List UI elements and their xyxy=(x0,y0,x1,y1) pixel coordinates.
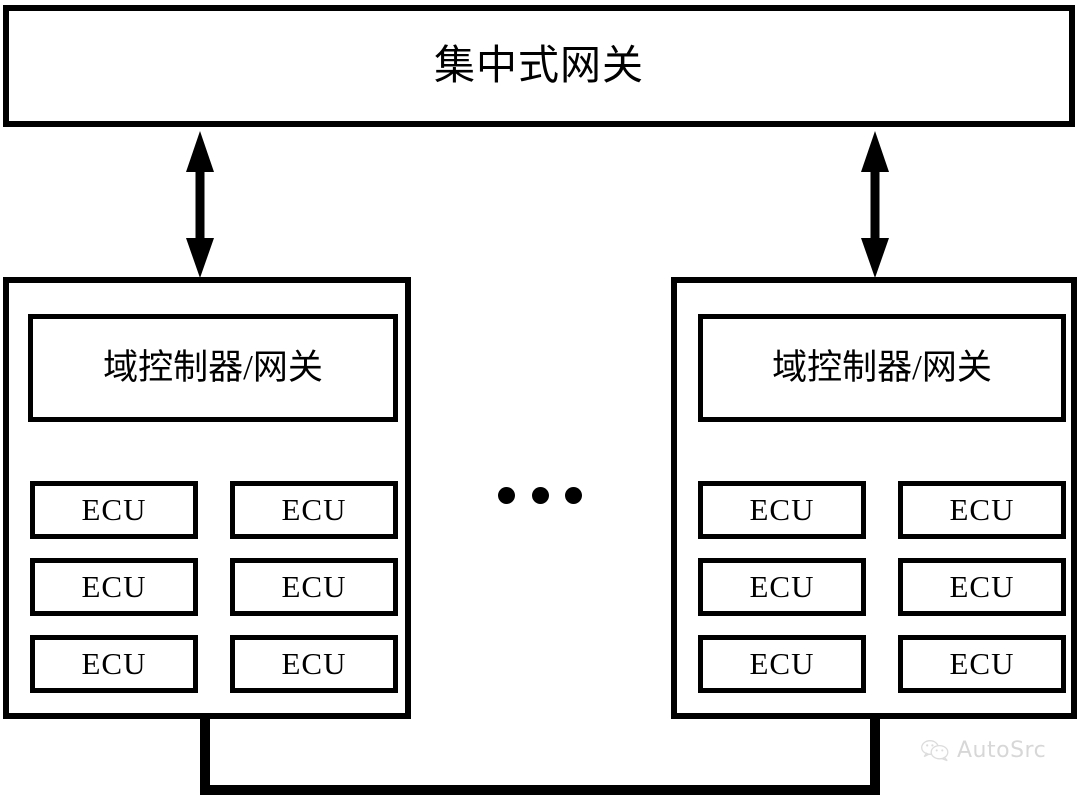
ecu-box: ECU xyxy=(698,558,866,616)
central-gateway-label: 集中式网关 xyxy=(434,42,644,89)
ecu-grid-left: ECU ECU ECU ECU ECU ECU xyxy=(30,481,398,693)
ecu-box: ECU xyxy=(30,635,198,693)
ecu-box: ECU xyxy=(230,481,398,539)
domain-controller-label: 域控制器/网关 xyxy=(103,347,323,387)
ecu-box: ECU xyxy=(898,558,1066,616)
ellipsis-more-domains xyxy=(498,484,582,506)
ecu-box: ECU xyxy=(30,558,198,616)
domain-container-left: 域控制器/网关 ECU ECU ECU ECU ECU ECU xyxy=(3,277,411,719)
central-gateway-box: 集中式网关 xyxy=(3,5,1075,127)
wechat-icon xyxy=(921,740,949,762)
right-arrow-connector xyxy=(861,131,889,278)
ecu-box: ECU xyxy=(698,635,866,693)
domain-controller-label: 域控制器/网关 xyxy=(772,347,992,387)
ecu-box: ECU xyxy=(30,481,198,539)
ecu-box: ECU xyxy=(898,635,1066,693)
ecu-box: ECU xyxy=(698,481,866,539)
ellipsis-dot xyxy=(531,486,549,504)
domain-controller-box-left: 域控制器/网关 xyxy=(28,314,398,422)
ecu-box: ECU xyxy=(230,635,398,693)
ecu-box: ECU xyxy=(898,481,1066,539)
watermark-label: AutoSrc xyxy=(957,738,1047,763)
ellipsis-dot xyxy=(565,486,582,504)
left-arrow-connector xyxy=(186,131,214,278)
ecu-grid-right: ECU ECU ECU ECU ECU ECU xyxy=(698,481,1066,693)
watermark: AutoSrc xyxy=(920,738,1046,763)
domain-container-right: 域控制器/网关 ECU ECU ECU ECU ECU ECU xyxy=(671,277,1077,719)
ecu-box: ECU xyxy=(230,558,398,616)
bottom-bus-connector xyxy=(200,716,880,795)
domain-controller-box-right: 域控制器/网关 xyxy=(698,314,1066,422)
ellipsis-dot xyxy=(498,486,515,504)
